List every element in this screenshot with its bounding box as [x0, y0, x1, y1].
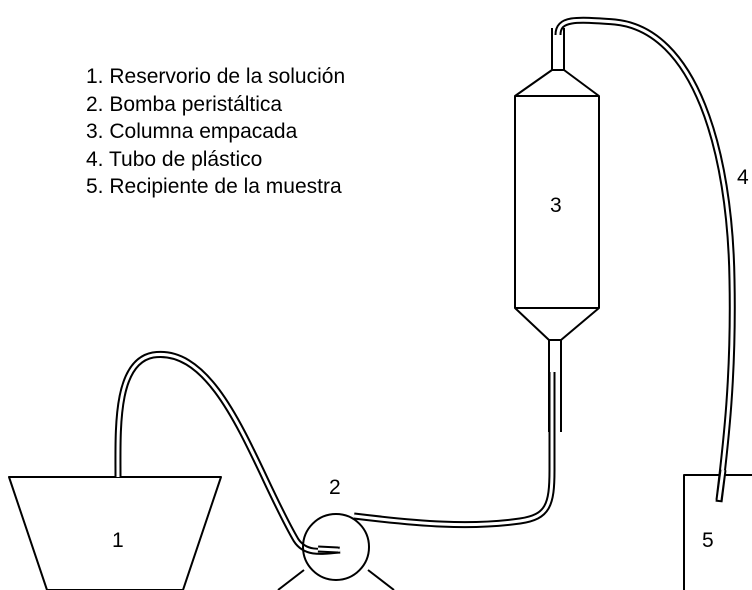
packed-column: 3 [514, 28, 600, 432]
pump-inlet-tube [317, 545, 339, 554]
reservoir-to-pump-tube [114, 351, 341, 555]
pump-leg-right [367, 569, 395, 590]
peristaltic-pump: 2 [277, 476, 395, 590]
solution-reservoir: 1 [8, 476, 222, 590]
reservoir-body [8, 476, 222, 590]
legend-item-reservoir: 1. Reservorio de la solución [86, 65, 346, 88]
container-label: 5 [702, 529, 714, 552]
legend-list: 1. Reservorio de la solución 2. Bomba pe… [86, 63, 345, 201]
tube-end [715, 469, 727, 503]
pump-label: 2 [329, 476, 341, 499]
legend-item-tube: 4. Tubo de plástico [86, 147, 263, 171]
pump-leg-left [277, 569, 305, 590]
pump-to-column-tube [353, 372, 556, 529]
column-label: 3 [550, 194, 562, 217]
legend-item-container: 5. Recipiente de la muestra [86, 175, 342, 199]
legend-item-pump: 2. Bomba peristáltica [86, 92, 283, 116]
reservoir-label: 1 [112, 529, 124, 552]
tube-label: 4 [737, 166, 749, 189]
pump-body [302, 513, 370, 581]
plastic-tube: 4 [554, 16, 749, 501]
legend-item-column: 3. Columna empacada [86, 120, 298, 144]
column-body [514, 69, 600, 341]
